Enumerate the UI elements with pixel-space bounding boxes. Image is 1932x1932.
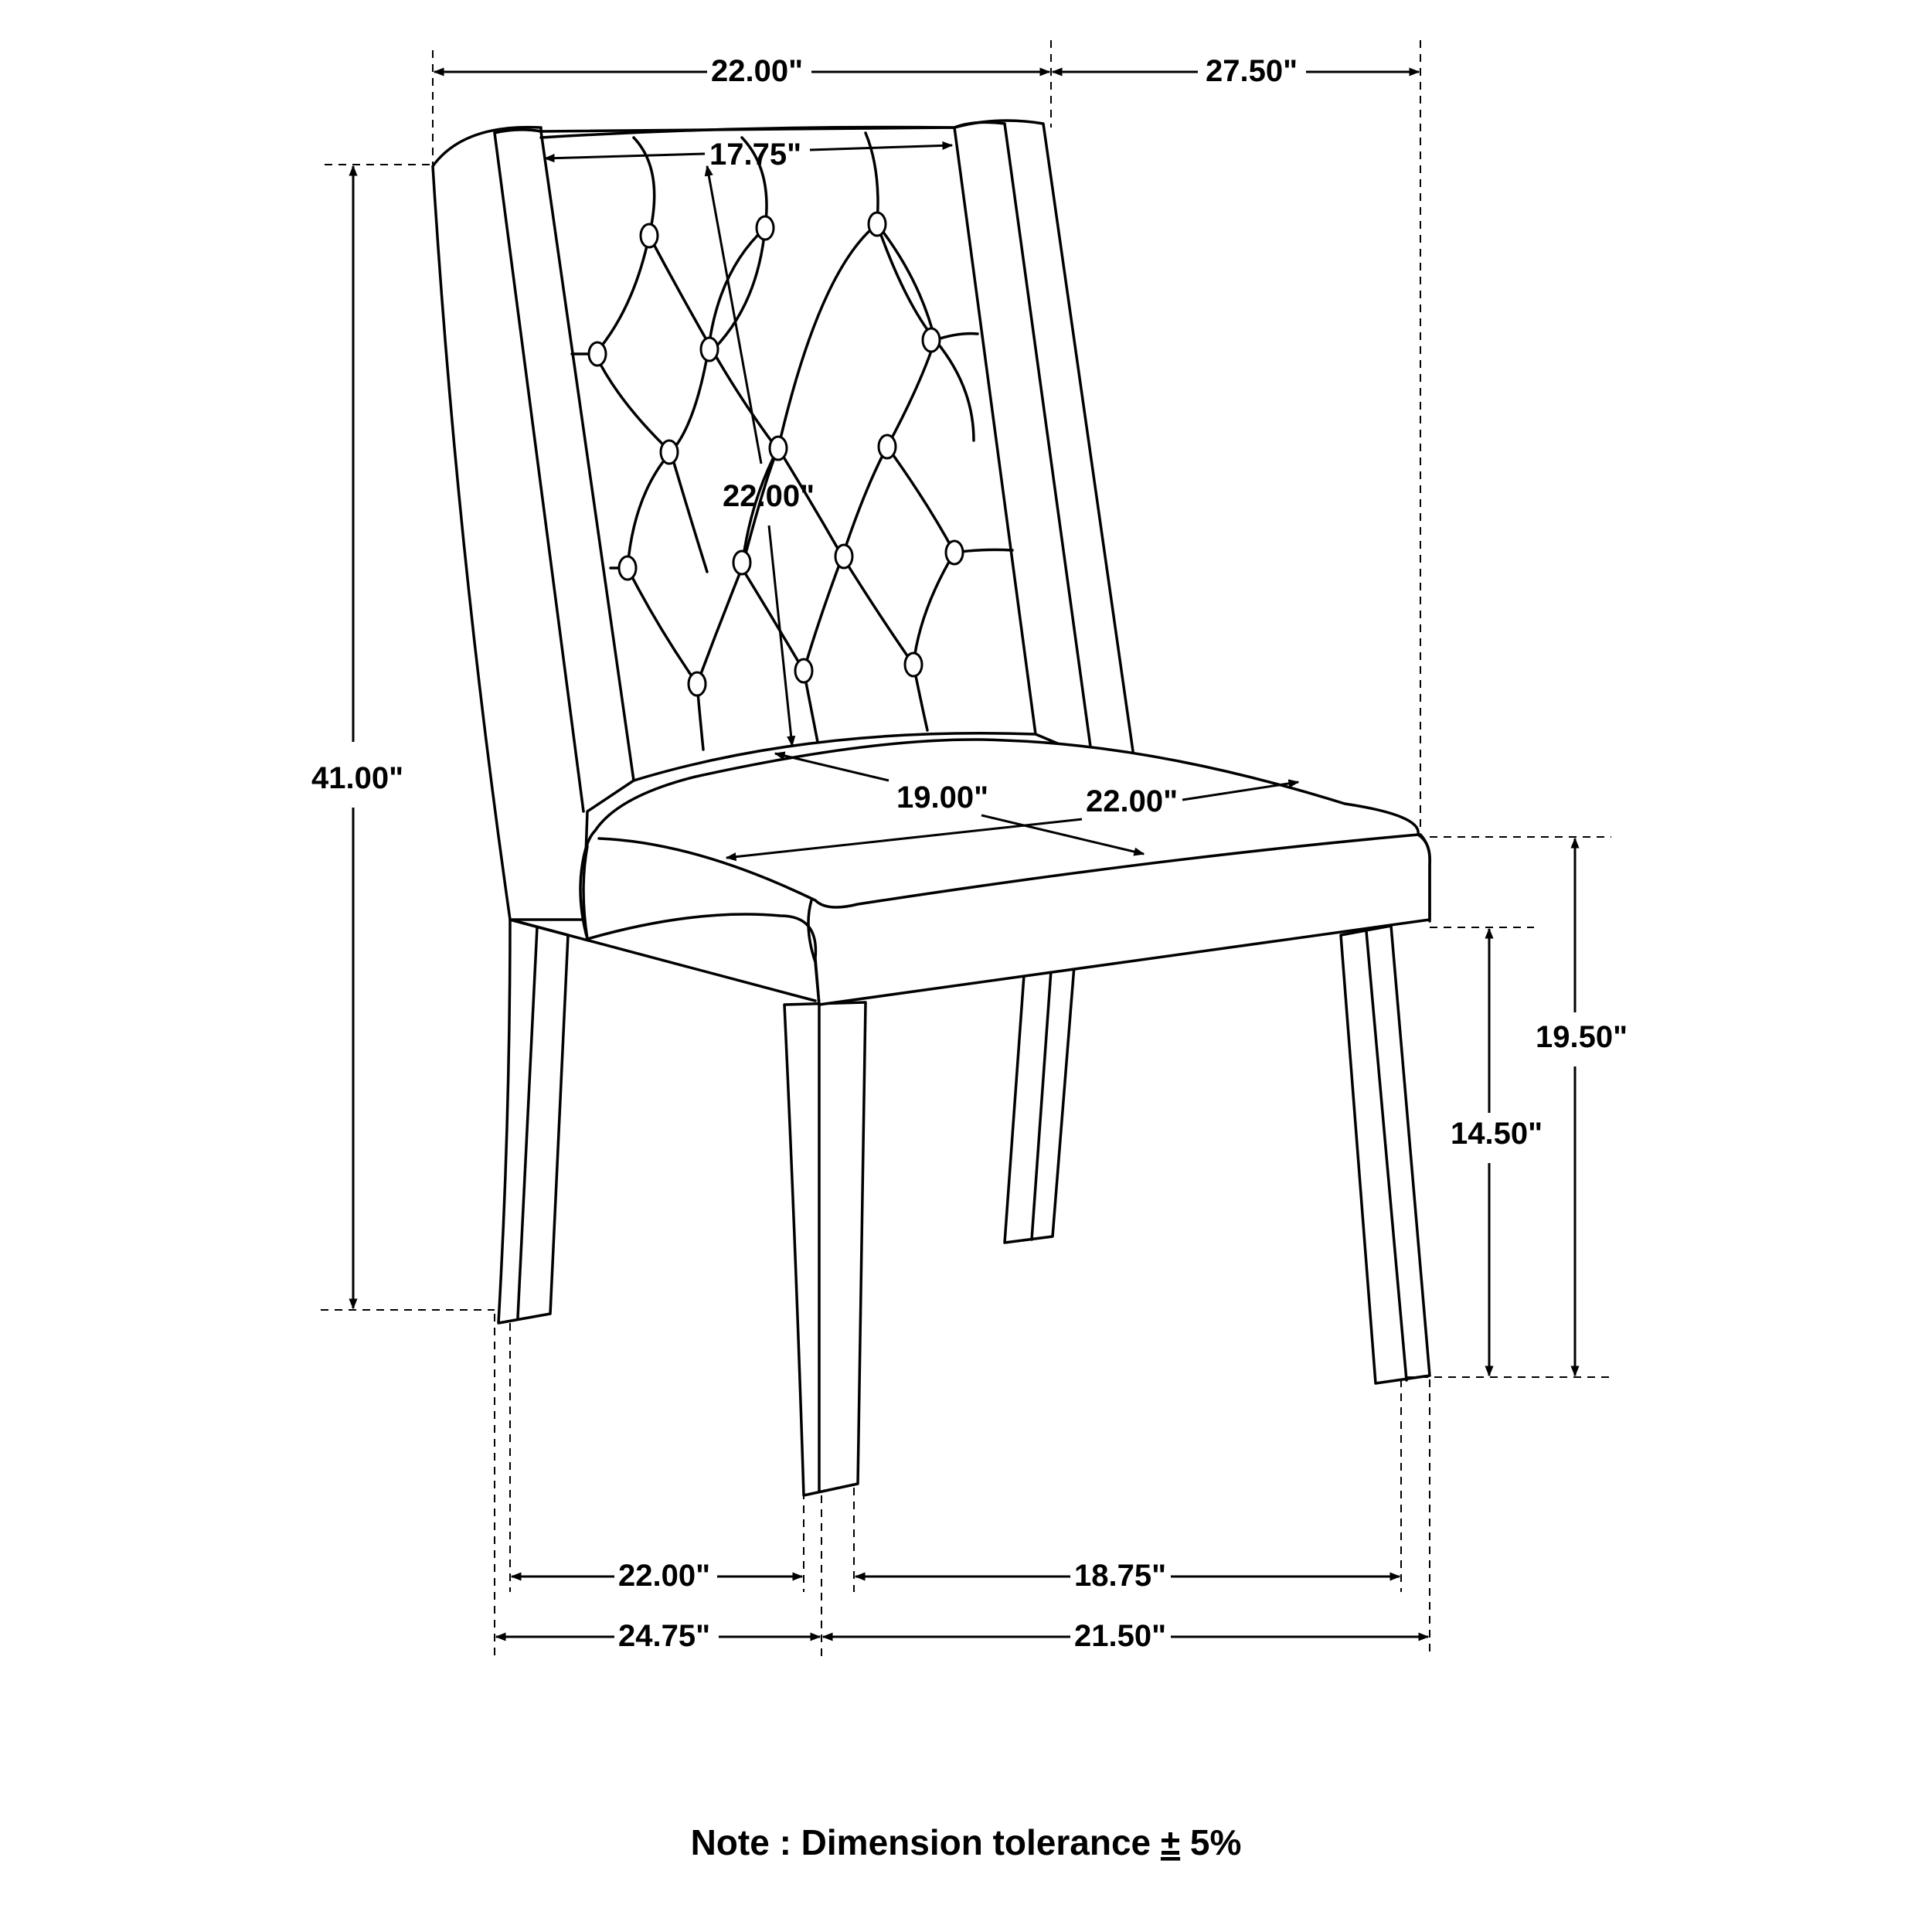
chair-back — [431, 119, 1138, 921]
front-left-leg — [783, 1001, 867, 1497]
dim-overall-height: 41.00" — [311, 165, 403, 1310]
tuft-buttons — [587, 211, 964, 697]
extension-lines — [321, 40, 1615, 1658]
label-top-width: 22.00" — [711, 54, 803, 88]
dim-seat-width: 22.00" — [725, 779, 1300, 862]
back-left-leg — [497, 918, 570, 1325]
tolerance-note: Note : Dimension tolerance ± 5% — [691, 1822, 1242, 1862]
dim-leg-front-span: 22.00" — [510, 1559, 804, 1593]
label-seat-width: 22.00" — [1086, 784, 1178, 818]
dim-top-depth: 27.50" — [1051, 54, 1420, 88]
dim-top-width: 22.00" — [433, 54, 1051, 88]
dim-base-width: 24.75" — [495, 1619, 821, 1653]
label-back-height: 22.00" — [723, 479, 815, 513]
label-top-depth: 27.50" — [1206, 54, 1298, 88]
label-base-depth: 21.50" — [1074, 1619, 1166, 1653]
dim-apron-height: 14.50" — [1451, 927, 1543, 1377]
dim-seat-height: 19.50" — [1536, 837, 1628, 1377]
label-overall-height: 41.00" — [311, 761, 403, 795]
note-prefix: Note : Dimension tolerance — [691, 1822, 1161, 1862]
label-seat-depth: 19.00" — [896, 781, 988, 815]
label-seat-height: 19.50" — [1536, 1020, 1628, 1054]
svg-text:Note : Dimension tolerance ± 5: Note : Dimension tolerance ± 5% — [691, 1822, 1242, 1862]
label-apron-height: 14.50" — [1451, 1117, 1543, 1151]
label-back-inner-width: 17.75" — [709, 138, 801, 172]
note-plus-minus: ± — [1161, 1822, 1180, 1862]
back-right-leg — [1003, 964, 1076, 1244]
label-leg-front-span: 22.00" — [618, 1559, 710, 1593]
label-base-width: 24.75" — [618, 1619, 710, 1653]
label-leg-side-span: 18.75" — [1074, 1559, 1166, 1593]
chair-seat — [509, 738, 1431, 1006]
dim-back-inner-width: 17.75" — [543, 138, 954, 172]
front-right-leg — [1339, 924, 1431, 1385]
note-suffix: 5% — [1180, 1822, 1241, 1862]
dim-back-height: 22.00" — [704, 165, 815, 747]
chair-illustration — [431, 119, 1431, 1497]
dim-leg-side-span: 18.75" — [854, 1559, 1401, 1593]
dim-seat-depth: 19.00" — [774, 751, 1145, 856]
dim-base-depth: 21.50" — [821, 1619, 1430, 1653]
